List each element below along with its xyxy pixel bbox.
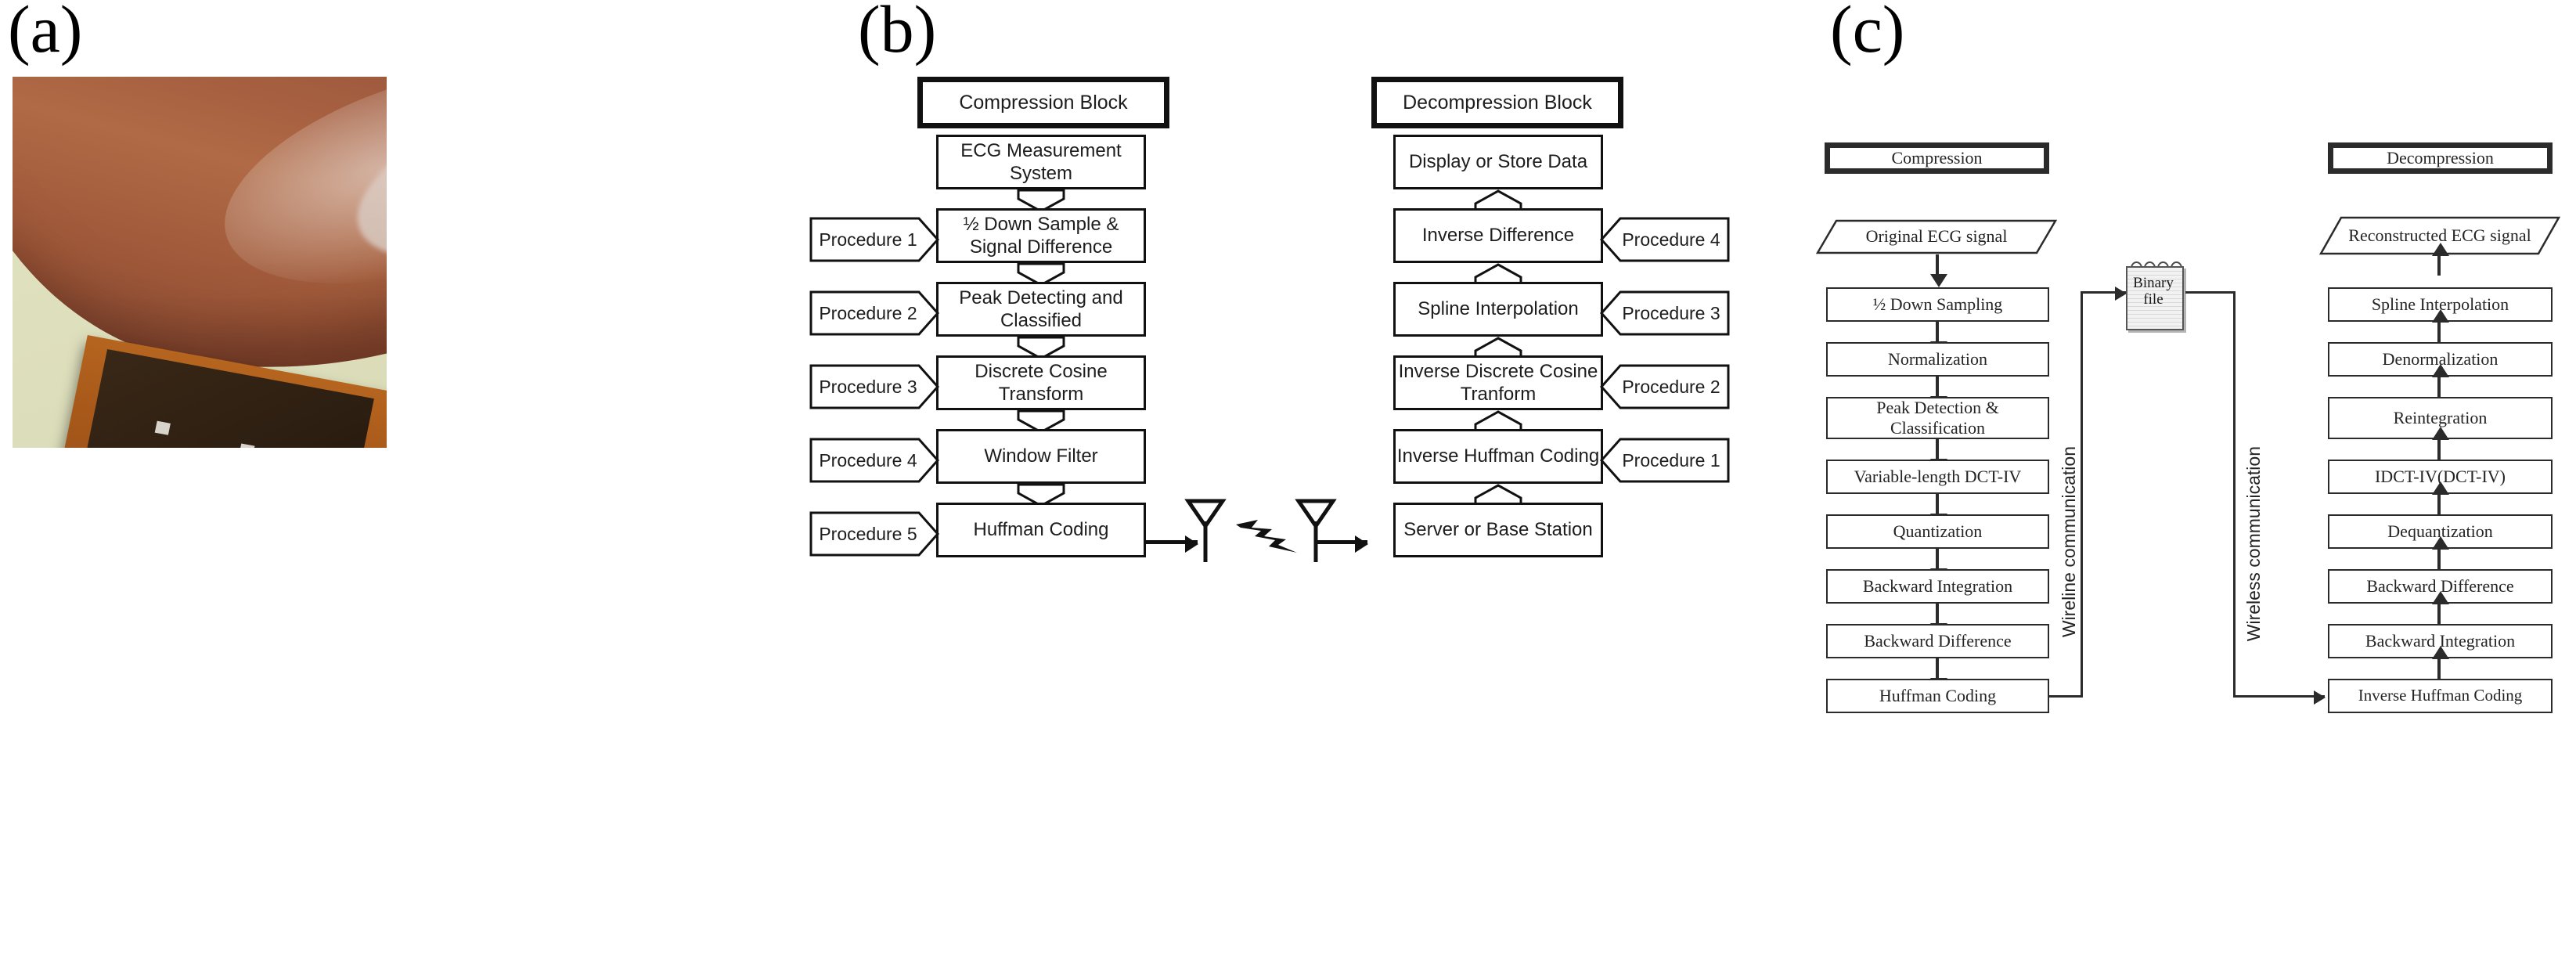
procedure-tag-1-right: Procedure 1 bbox=[1600, 438, 1730, 483]
procedure-tag-4: Procedure 4 bbox=[809, 438, 939, 483]
procedure-tag-2-right-label: Procedure 2 bbox=[1622, 376, 1720, 397]
flow-arrow-up bbox=[2432, 427, 2449, 460]
flow-arrow-down bbox=[1930, 604, 1947, 636]
decompression-header: Decompression bbox=[2328, 142, 2553, 174]
flow-arrow-up bbox=[2432, 309, 2449, 342]
flow-arrow-up bbox=[2432, 243, 2449, 276]
compression-block-header: Compression Block bbox=[917, 77, 1169, 128]
chevron-down-icon bbox=[1017, 189, 1065, 213]
flow-arrow-down bbox=[1930, 549, 1947, 582]
panel-c: (c) Compression Original ECG signal ½ Do… bbox=[1808, 0, 2576, 959]
display-or-store-box: Display or Store Data bbox=[1393, 135, 1603, 189]
procedure-tag-1-label: Procedure 1 bbox=[819, 229, 917, 250]
procedure-tag-1: Procedure 1 bbox=[809, 217, 939, 262]
dstep-inverse-huffman-coding: Inverse Huffman Coding bbox=[2328, 679, 2553, 713]
flow-arrow-up bbox=[2432, 364, 2449, 397]
wireline-communication-label: Wireline communication bbox=[2059, 446, 2079, 638]
flow-arrow-down bbox=[1930, 377, 1947, 409]
step-backward-integration: Backward Integration bbox=[1826, 569, 2049, 604]
flow-arrow-up bbox=[2432, 646, 2449, 679]
panel-a: (a) bbox=[0, 0, 814, 959]
step-box-inverse-huffman: Inverse Huffman Coding bbox=[1393, 429, 1603, 484]
procedure-tag-2-label: Procedure 2 bbox=[819, 302, 917, 323]
ecg-measurement-system-box: ECG Measurement System bbox=[936, 135, 1146, 189]
procedure-tag-4-right-label: Procedure 4 bbox=[1622, 229, 1720, 250]
flow-arrow-down bbox=[1930, 254, 1947, 287]
flow-arrow-down bbox=[1930, 494, 1947, 527]
wireline-to-file-arrow bbox=[2081, 287, 2127, 301]
antenna-icon bbox=[1184, 498, 1227, 568]
wireless-to-decoder-arrow bbox=[2233, 690, 2326, 705]
step-half-down-sampling: ½ Down Sampling bbox=[1826, 287, 2049, 322]
wireless-communication-label: Wireless communication bbox=[2243, 446, 2264, 642]
step-box-inverse-dct: Inverse Discrete Cosine Tranform bbox=[1393, 355, 1603, 410]
procedure-tag-3-right-label: Procedure 3 bbox=[1622, 302, 1720, 323]
pcb-led bbox=[155, 420, 171, 435]
procedure-tag-4-right: Procedure 4 bbox=[1600, 217, 1730, 262]
rx-arrow bbox=[1316, 535, 1368, 553]
file-to-wireless-link bbox=[2185, 291, 2236, 294]
procedure-tag-2-right: Procedure 2 bbox=[1600, 364, 1730, 409]
panel-b-label: (b) bbox=[858, 0, 937, 67]
step-box-window-filter: Window Filter bbox=[936, 429, 1146, 484]
flow-arrow-down bbox=[1930, 439, 1947, 472]
original-ecg-signal-label: Original ECG signal bbox=[1865, 226, 2008, 247]
procedure-tag-4-label: Procedure 4 bbox=[819, 449, 917, 470]
chevron-down-icon bbox=[1017, 410, 1065, 434]
procedure-tag-5-label: Procedure 5 bbox=[819, 523, 917, 544]
step-box-spline-interpolation: Spline Interpolation bbox=[1393, 282, 1603, 337]
step-peak-detection: Peak Detection & Classification bbox=[1826, 397, 2049, 439]
flow-arrow-down bbox=[1930, 658, 1947, 691]
step-box-down-sample: ½ Down Sample & Signal Difference bbox=[936, 208, 1146, 263]
compression-header: Compression bbox=[1825, 142, 2049, 174]
wireless-vertical bbox=[2233, 291, 2236, 698]
step-huffman-coding: Huffman Coding bbox=[1826, 679, 2049, 713]
procedure-tag-3-right: Procedure 3 bbox=[1600, 290, 1730, 336]
step-variable-length-dct: Variable-length DCT-IV bbox=[1826, 460, 2049, 494]
reconstructed-ecg-signal-node: Reconstructed ECG signal bbox=[2319, 216, 2560, 255]
panel-b: (b) Compression Block ECG Measurement Sy… bbox=[809, 0, 1808, 959]
step-backward-difference: Backward Difference bbox=[1826, 624, 2049, 658]
procedure-tag-3: Procedure 3 bbox=[809, 364, 939, 409]
hardware-photo bbox=[13, 77, 387, 448]
reconstructed-ecg-signal-label: Reconstructed ECG signal bbox=[2348, 225, 2531, 245]
flow-arrow-up bbox=[2432, 481, 2449, 514]
decompression-block-header: Decompression Block bbox=[1371, 77, 1623, 128]
server-base-station-box: Server or Base Station bbox=[1393, 503, 1603, 557]
procedure-tag-5: Procedure 5 bbox=[809, 511, 939, 557]
panel-a-label: (a) bbox=[8, 0, 83, 67]
step-box-peak-detect: Peak Detecting and Classified bbox=[936, 282, 1146, 337]
rf-lightning-icon bbox=[1234, 514, 1300, 561]
antenna-icon bbox=[1295, 498, 1337, 568]
step-quantization: Quantization bbox=[1826, 514, 2049, 549]
procedure-tag-3-label: Procedure 3 bbox=[819, 376, 917, 397]
chevron-down-icon bbox=[1017, 337, 1065, 360]
step-box-huffman: Huffman Coding bbox=[936, 503, 1146, 557]
procedure-tag-1-right-label: Procedure 1 bbox=[1622, 449, 1720, 470]
dstep-idct: IDCT-IV(DCT-IV) bbox=[2328, 460, 2553, 494]
wireline-vertical bbox=[2081, 291, 2083, 698]
procedure-tag-2: Procedure 2 bbox=[809, 290, 939, 336]
tx-arrow bbox=[1146, 535, 1198, 553]
original-ecg-signal-node: Original ECG signal bbox=[1816, 219, 2057, 254]
chevron-down-icon bbox=[1017, 263, 1065, 287]
huffman-to-wireline-link bbox=[2048, 695, 2083, 698]
chevron-down-icon bbox=[1017, 484, 1065, 507]
flow-arrow-down bbox=[1930, 322, 1947, 355]
step-box-dct: Discrete Cosine Transform bbox=[936, 355, 1146, 410]
panel-c-label: (c) bbox=[1830, 0, 1905, 67]
step-normalization: Normalization bbox=[1826, 342, 2049, 377]
binary-file-label: Binary file bbox=[2133, 275, 2174, 308]
flow-arrow-up bbox=[2432, 536, 2449, 569]
flow-arrow-up bbox=[2432, 591, 2449, 624]
notepad-body bbox=[2126, 266, 2184, 330]
binary-file-icon: Binary file bbox=[2123, 258, 2184, 330]
step-box-inverse-difference: Inverse Difference bbox=[1393, 208, 1603, 263]
